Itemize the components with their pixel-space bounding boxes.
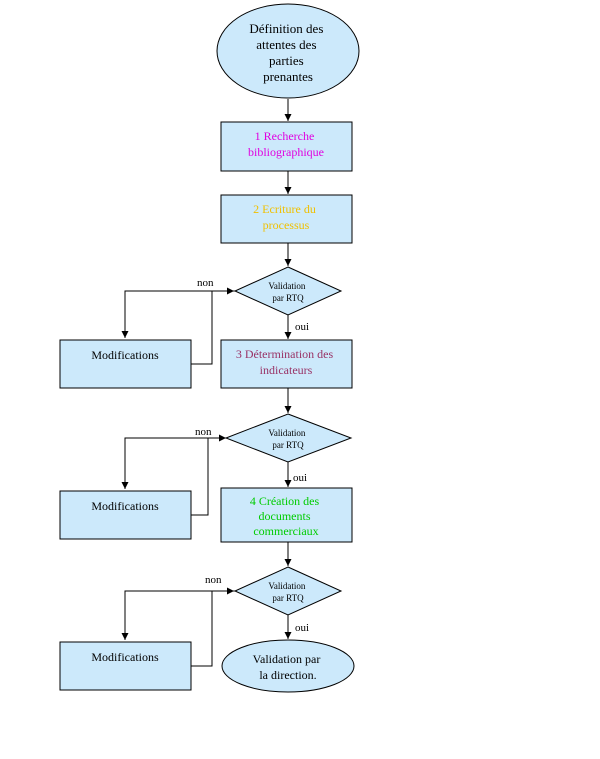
step1-line-2: bibliographique: [248, 145, 324, 159]
svg-text:4 Création des documents: 4 Création des documents commerciaux: [250, 494, 322, 538]
edge-decision3-modif3: [121, 590, 236, 640]
edge-modif2-decision2: [191, 434, 226, 516]
decision1-line-1: Validation: [268, 281, 305, 291]
step2-line-1: 2 Ecriture du: [253, 202, 316, 216]
step3-line-2: indicateurs: [260, 363, 313, 377]
svg-text:Validation par la direct: Validation par la direction.: [253, 652, 324, 682]
step3-line-1: 3 Détermination des: [236, 347, 334, 361]
step4-line-2: documents: [259, 509, 311, 523]
decision2-line-2: par RTQ: [272, 440, 304, 450]
start-line-4: prenantes: [263, 69, 313, 84]
decision1-line-2: par RTQ: [272, 293, 304, 303]
svg-text:Validation par RTQ: Validation par RTQ: [268, 428, 307, 450]
decision2-line-1: Validation: [268, 428, 305, 438]
edge-label-oui-1: oui: [295, 321, 309, 333]
decision3-line-1: Validation: [268, 581, 305, 591]
modifications-label-2: Modifications: [91, 499, 159, 513]
decision3-diamond: Validation par RTQ: [233, 566, 343, 616]
edge-label-non-1: non: [197, 277, 214, 289]
modifications-label-3: Modifications: [91, 650, 159, 664]
start-line-3: parties: [269, 53, 304, 68]
step1-line-1: 1 Recherche: [255, 129, 315, 143]
edge-label-non-3: non: [205, 574, 222, 586]
step3-box: 3 Détermination des indicateurs: [220, 339, 353, 389]
step4-line-3: commerciaux: [253, 524, 318, 538]
edge-decision2-modif2: [121, 437, 228, 489]
modifications-label-1: Modifications: [91, 348, 159, 362]
step4-line-1: 4 Création des: [250, 494, 320, 508]
decision2-diamond: Validation par RTQ: [224, 413, 353, 463]
edge-modif3-decision3: [191, 587, 234, 667]
decision3-line-2: par RTQ: [272, 593, 304, 603]
end-node: Validation par la direction.: [221, 639, 355, 693]
svg-text:3 Détermination des indi: 3 Détermination des indicateurs: [236, 347, 336, 377]
step4-box: 4 Création des documents commerciaux: [220, 487, 353, 543]
end-line-1: Validation par: [253, 652, 321, 666]
step2-box: 2 Ecriture du processus: [220, 194, 353, 244]
svg-text:2 Ecriture du processus: 2 Ecriture du processus: [253, 202, 319, 232]
svg-text:Validation par RTQ: Validation par RTQ: [268, 281, 307, 303]
edge-decision1-modif1: [121, 290, 236, 338]
edge-label-oui-2: oui: [293, 472, 307, 484]
edge-label-non-2: non: [195, 426, 212, 438]
svg-text:Définition des attentes: Définition des attentes des parties pren…: [249, 21, 326, 84]
edge-label-oui-3: oui: [295, 622, 309, 634]
modifications-box-2: Modifications: [59, 490, 192, 540]
start-node: Définition des attentes des parties pren…: [216, 3, 360, 99]
edge-modif1-decision1: [191, 287, 234, 365]
start-line-2: attentes des: [256, 37, 316, 52]
step2-line-2: processus: [263, 218, 310, 232]
svg-text:1 Recherche bibliographi: 1 Recherche bibliographique: [248, 129, 324, 159]
start-line-1: Définition des: [249, 21, 323, 36]
svg-text:Validation par RTQ: Validation par RTQ: [268, 581, 307, 603]
decision1-diamond: Validation par RTQ: [233, 266, 343, 316]
modifications-box-1: Modifications: [59, 339, 192, 389]
modifications-box-3: Modifications: [59, 641, 192, 691]
step1-box: 1 Recherche bibliographique: [220, 121, 353, 172]
end-line-2: la direction.: [259, 668, 316, 682]
